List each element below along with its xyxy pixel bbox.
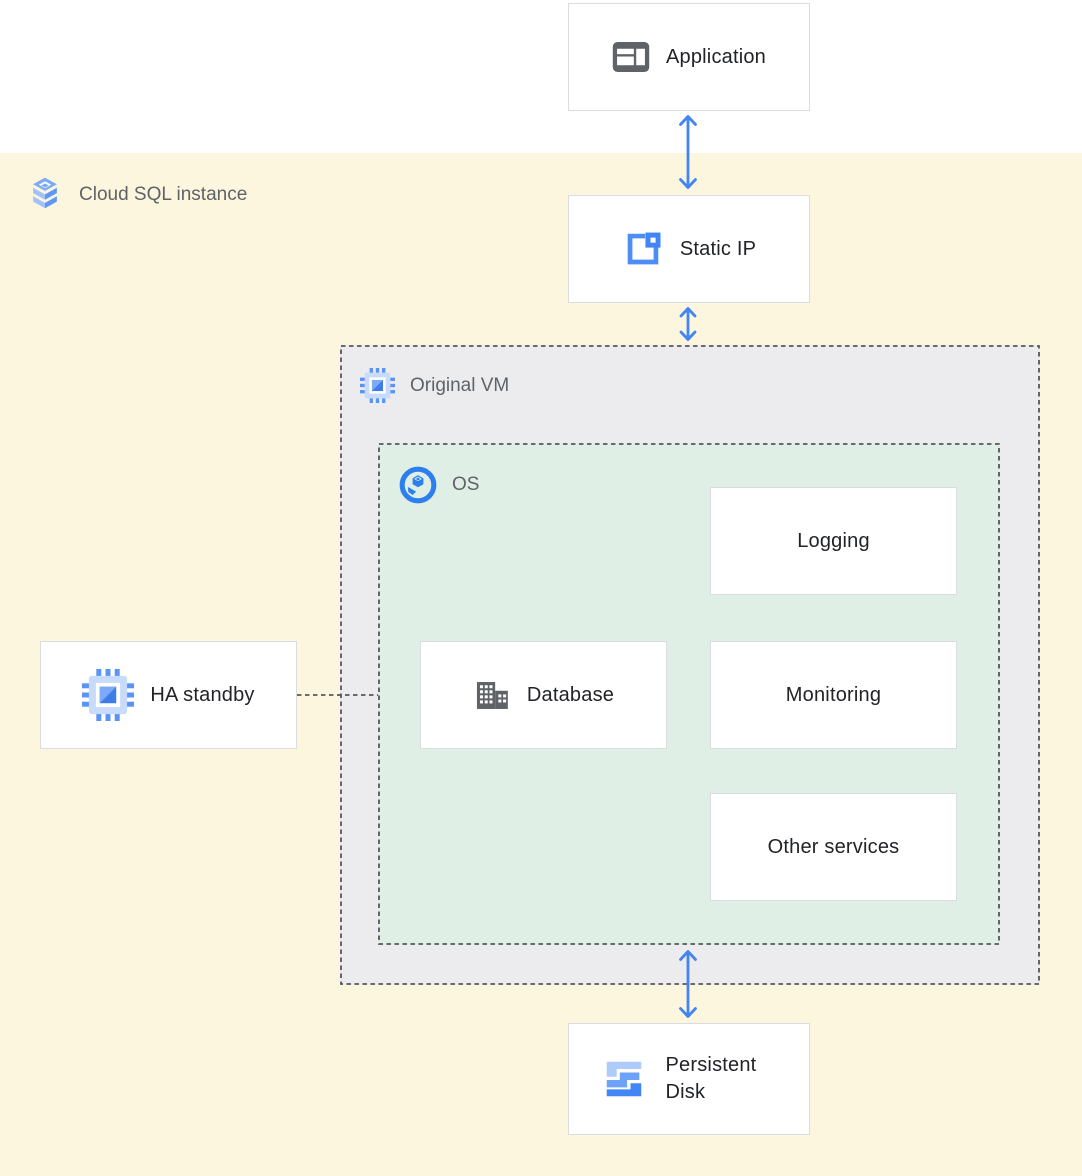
arrow-staticip-vm xyxy=(679,307,697,341)
original-vm-zone-border xyxy=(340,345,1040,985)
database-label: Database xyxy=(526,683,615,706)
static-ip-label: Static IP xyxy=(679,237,757,260)
ha-standby-label: HA standby xyxy=(150,683,255,706)
database-building-icon xyxy=(476,681,508,709)
static-ip-icon xyxy=(627,232,661,265)
cloud-sql-zone-title: Cloud SQL instance xyxy=(79,184,248,205)
node-monitoring: Monitoring xyxy=(710,641,957,749)
other-services-label: Other services xyxy=(767,835,900,858)
logging-label: Logging xyxy=(797,529,870,552)
os-zone-label: OS xyxy=(399,466,479,504)
cloud-sql-zone-label: Cloud SQL instance xyxy=(26,176,247,214)
cloud-sql-icon xyxy=(33,177,57,209)
arrow-os-persistentdisk xyxy=(679,950,697,1018)
persistent-disk-icon xyxy=(606,1061,641,1097)
original-vm-zone-title: Original VM xyxy=(410,374,510,396)
node-application: Application xyxy=(568,3,810,111)
os-zone-title: OS xyxy=(452,474,480,495)
arrow-application-staticip xyxy=(679,115,697,189)
application-window-icon xyxy=(612,41,650,73)
node-static-ip: Static IP xyxy=(568,195,810,303)
node-logging: Logging xyxy=(710,487,957,595)
node-persistent-disk: Persistent Disk xyxy=(568,1023,810,1135)
node-database: Database xyxy=(420,641,667,749)
node-other-services: Other services xyxy=(710,793,957,901)
persistent-disk-label: Persistent Disk xyxy=(665,1054,757,1103)
compute-engine-icon xyxy=(82,669,135,721)
monitoring-label: Monitoring xyxy=(785,683,882,706)
original-vm-zone-label: Original VM xyxy=(360,368,509,403)
node-ha-standby: HA standby xyxy=(40,641,297,749)
application-label: Application xyxy=(665,45,767,68)
os-icon xyxy=(399,466,437,504)
connector-hastandby-os xyxy=(297,694,378,696)
compute-engine-icon xyxy=(360,368,395,403)
